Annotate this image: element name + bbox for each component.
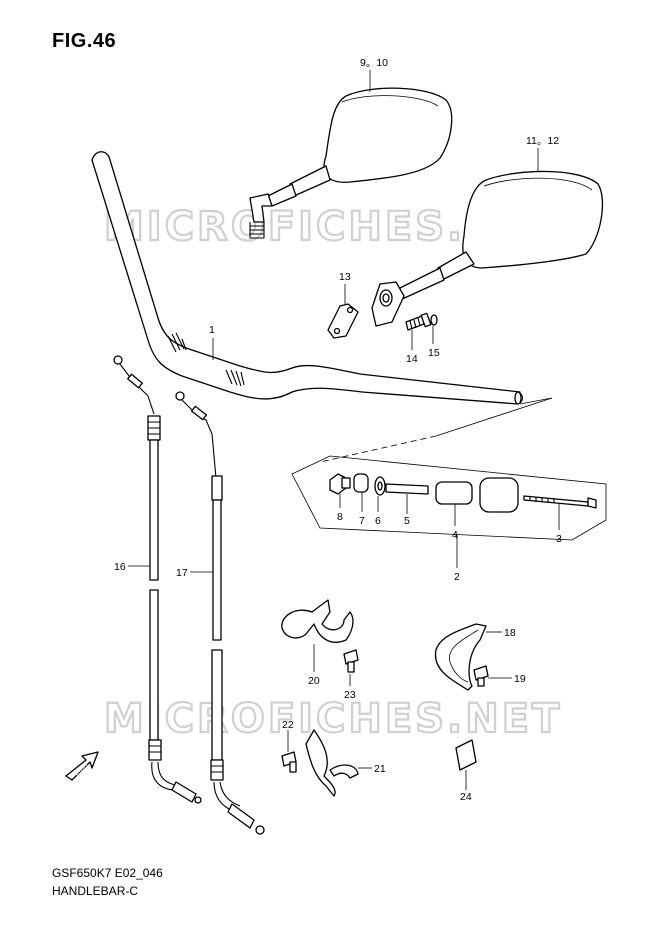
callout-5: 5: [404, 515, 410, 527]
mirror-adapter-plate[interactable]: [327, 303, 359, 339]
callout-3: 3: [556, 533, 562, 545]
callout-19: 19: [514, 673, 526, 685]
callout-6: 6: [375, 515, 381, 527]
callout-16: 16: [114, 561, 126, 573]
bar-end-parts[interactable]: [329, 473, 597, 513]
callout-1: 1: [209, 324, 215, 336]
callout-8: 8: [337, 511, 343, 523]
mirror-washer[interactable]: [430, 314, 438, 326]
callout-7: 7: [359, 515, 365, 527]
bar-end-assembly-frame: [291, 397, 607, 541]
leader-lines: [128, 70, 560, 790]
caution-label[interactable]: [455, 739, 477, 771]
fwd-label: FWD: [75, 764, 91, 779]
fwd-arrow-icon: FWD: [65, 751, 99, 781]
callout-24: 24: [460, 791, 472, 803]
harness-clamp-bolt[interactable]: [473, 665, 489, 687]
callout-9-10: 9。10: [360, 57, 388, 69]
callout-21: 21: [374, 763, 386, 775]
callout-17: 17: [176, 567, 188, 579]
figure-title: FIG.46: [52, 30, 117, 52]
callout-18: 18: [504, 627, 516, 639]
mirror-right[interactable]: [371, 170, 604, 327]
callout-23: 23: [344, 689, 356, 701]
cable-guide[interactable]: [305, 729, 359, 797]
watermark-bottom: MICROFICHES.NET: [104, 696, 562, 742]
clamp-bolt[interactable]: [343, 649, 359, 673]
mirror-screw[interactable]: [405, 312, 432, 331]
model-code: GSF650K7 E02_046: [52, 866, 163, 880]
callout-22: 22: [282, 719, 294, 731]
callout-11-12: 11。12: [526, 135, 559, 147]
section-name: HANDLEBAR-C: [52, 884, 139, 898]
handlebar[interactable]: [91, 151, 524, 405]
callout-13: 13: [339, 271, 351, 283]
throttle-cable-1[interactable]: [113, 355, 202, 804]
callout-15: 15: [428, 347, 440, 359]
callout-20: 20: [308, 675, 320, 687]
mirror-left[interactable]: [249, 87, 453, 239]
harness-clamp[interactable]: [434, 623, 487, 691]
cable-clamp[interactable]: [281, 599, 354, 643]
callout-4: 4: [452, 529, 458, 541]
guide-bolt[interactable]: [281, 751, 297, 773]
callout-14: 14: [406, 353, 418, 365]
callout-2: 2: [454, 571, 460, 583]
throttle-cable-2[interactable]: [175, 391, 265, 835]
